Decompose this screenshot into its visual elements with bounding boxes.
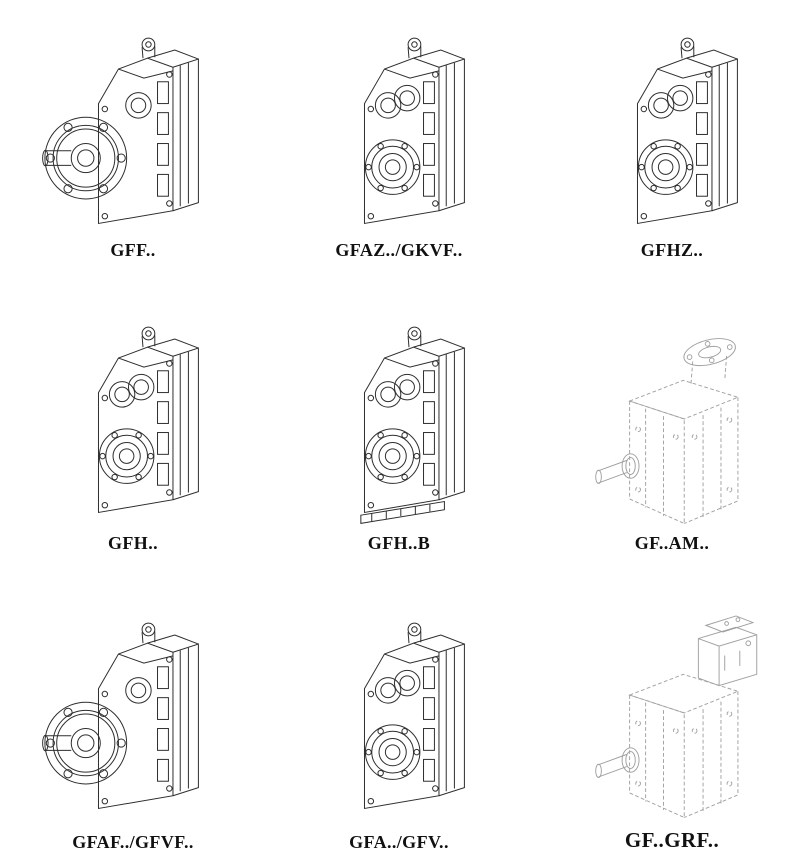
gearbox-cell-gf-grf: GF..GRF.. <box>572 594 772 861</box>
gearbox-adapter-top-icon <box>574 599 770 825</box>
gearbox-catalog-grid: GFF.. GFAZ../GKVF.. GFHZ.. GFHF.. <box>40 16 772 852</box>
gearbox-hollow-bore-icon <box>42 309 224 527</box>
gearbox-cell-gfh: GFH.. <box>40 301 226 562</box>
model-label: GFA../GFV.. <box>349 832 449 852</box>
gearbox-cell-gfaf-gfvf: GFAF../GFVF.. <box>40 594 226 861</box>
model-label: GF..GRF.. <box>624 828 720 852</box>
model-label: GF..AM.. <box>634 533 710 553</box>
gearbox-drawing <box>42 598 224 830</box>
gearbox-hollow-bore-icon <box>581 20 763 238</box>
model-label: GFAF../GFVF.. <box>72 832 194 852</box>
model-label: GFH.. <box>108 533 158 553</box>
gearbox-drawing <box>42 305 224 531</box>
gearbox-flange-shaft-icon <box>42 605 224 823</box>
gearbox-cell-gfh-b: GFH..B <box>306 301 492 562</box>
gearbox-drawing <box>574 598 770 826</box>
gearbox-cell-gf-am: GF..AM.. <box>572 301 772 562</box>
model-label: GFF.. <box>110 240 156 260</box>
gearbox-cell-gfaz-gkvf: GFAZ../GKVF.. <box>306 16 492 269</box>
gearbox-hollow-bore-icon <box>308 605 490 823</box>
gearbox-foot-mount-icon <box>308 309 490 527</box>
gearbox-drawing <box>308 598 490 830</box>
gearbox-drawing <box>308 305 490 531</box>
gearbox-drawing <box>574 305 770 531</box>
gearbox-hollow-bore-icon <box>308 20 490 238</box>
gearbox-cell-gff: GFF.. <box>40 16 226 269</box>
model-label: GFHZ.. <box>640 240 704 260</box>
gearbox-drawing <box>42 20 224 238</box>
gearbox-drawing <box>574 20 770 238</box>
gearbox-cell-gfa-gfv: GFA../GFV.. <box>306 594 492 861</box>
gearbox-drawing <box>308 20 490 238</box>
model-label: GFAZ../GKVF.. <box>335 240 463 260</box>
gearbox-flange-shaft-icon <box>42 20 224 238</box>
gearbox-iec-flange-top-icon <box>574 305 770 531</box>
model-label: GFH..B <box>367 533 431 553</box>
gearbox-cell-gfhz: GFHZ.. <box>572 16 772 269</box>
